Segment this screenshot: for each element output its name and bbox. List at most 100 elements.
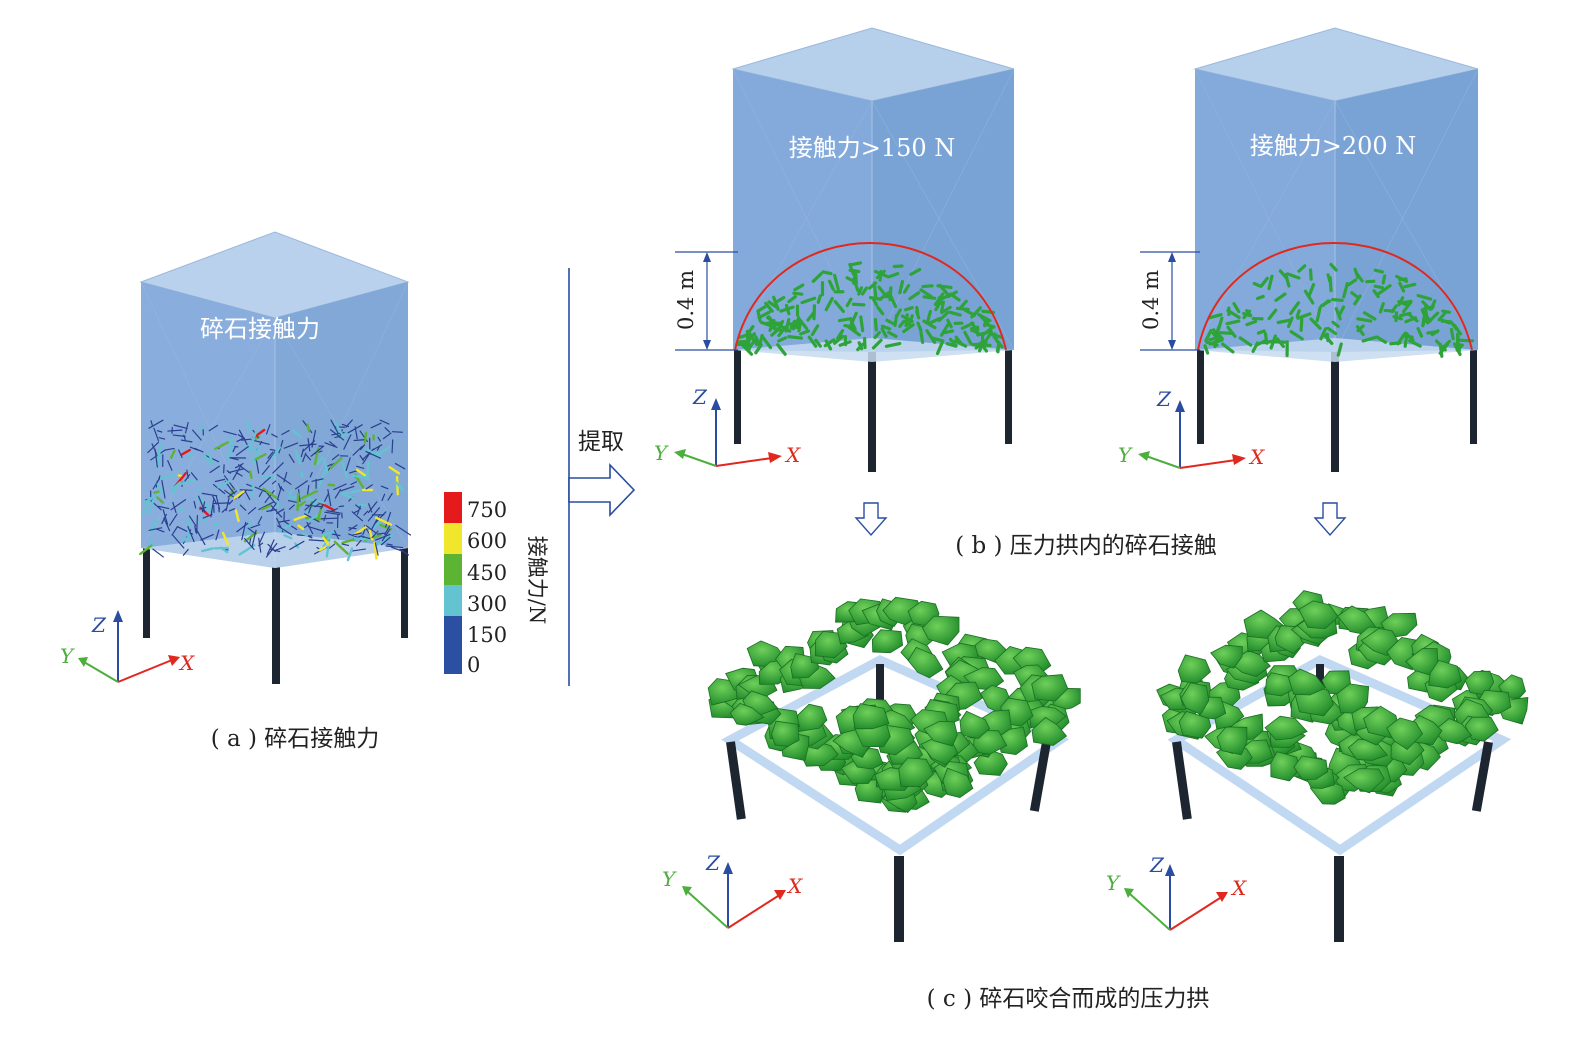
force-chain bbox=[374, 542, 379, 556]
force-chain bbox=[371, 444, 383, 451]
rock bbox=[852, 703, 890, 730]
contact-segment bbox=[1356, 317, 1373, 323]
force-chain bbox=[376, 534, 394, 546]
leg bbox=[734, 348, 741, 444]
force-chain bbox=[318, 545, 327, 552]
force-chain bbox=[248, 470, 253, 479]
force-chain bbox=[353, 439, 365, 442]
force-chain bbox=[343, 493, 354, 499]
force-chain bbox=[380, 485, 389, 490]
contact-segment bbox=[878, 269, 883, 282]
contact-segment bbox=[1377, 284, 1392, 296]
panel-c-caption: ( c ) 碎石咬合而成的压力拱 bbox=[927, 986, 1210, 1012]
contact-segment bbox=[871, 297, 879, 307]
extract-label: 提取 bbox=[578, 429, 624, 455]
contact-segment bbox=[1208, 338, 1224, 346]
contact-segment bbox=[1416, 293, 1433, 301]
force-chain bbox=[367, 507, 380, 522]
contact-segment bbox=[1203, 344, 1210, 355]
force-chain bbox=[320, 493, 329, 510]
contact-segment bbox=[1255, 338, 1268, 347]
force-chain bbox=[246, 483, 252, 487]
contact-segment bbox=[888, 272, 900, 279]
contact-segment bbox=[888, 293, 898, 309]
force-chain bbox=[387, 492, 393, 501]
rock bbox=[973, 730, 1008, 755]
contact-segment bbox=[1232, 301, 1241, 314]
contact-segment bbox=[827, 279, 835, 291]
contact-segment bbox=[927, 316, 941, 326]
force-chain bbox=[327, 463, 333, 467]
contact-segment bbox=[1319, 299, 1332, 308]
force-chain bbox=[308, 504, 313, 514]
force-chain bbox=[353, 509, 360, 514]
rock bbox=[771, 720, 800, 747]
force-chain bbox=[212, 522, 221, 526]
contact-segment bbox=[757, 310, 771, 320]
force-chain bbox=[374, 516, 393, 526]
force-chain bbox=[311, 478, 324, 482]
contact-segment bbox=[1406, 312, 1419, 323]
force-chain bbox=[384, 427, 391, 433]
contact-segment bbox=[1259, 276, 1269, 288]
contact-segment bbox=[937, 311, 950, 323]
legend-tick: 0 bbox=[467, 653, 480, 677]
legend-swatch bbox=[444, 616, 462, 674]
force-chain bbox=[192, 429, 202, 441]
force-chain bbox=[244, 491, 251, 501]
force-chain bbox=[201, 547, 214, 553]
contact-segment bbox=[880, 327, 888, 338]
contact-force-network bbox=[139, 419, 412, 562]
force-chain bbox=[151, 443, 158, 455]
force-chain bbox=[374, 533, 391, 541]
force-chain bbox=[307, 497, 327, 505]
contact-segment bbox=[1336, 342, 1343, 357]
contact-segment bbox=[948, 310, 962, 317]
contact-segment bbox=[777, 325, 787, 338]
force-chain bbox=[264, 490, 276, 504]
contact-segment bbox=[1362, 311, 1377, 321]
force-chain bbox=[391, 546, 405, 553]
contact-segment bbox=[1307, 283, 1316, 298]
contact-segment bbox=[915, 305, 920, 316]
axes-triad: Z X Y bbox=[60, 610, 195, 683]
force-chain bbox=[288, 454, 295, 463]
force-chain bbox=[239, 489, 253, 491]
force-chain bbox=[329, 457, 343, 470]
force-chain bbox=[306, 423, 311, 433]
force-chain bbox=[365, 461, 370, 481]
contact-segment bbox=[1440, 319, 1452, 324]
leg bbox=[143, 548, 150, 638]
force-chain bbox=[148, 527, 163, 531]
contact-segment bbox=[860, 286, 869, 296]
contact-segment bbox=[898, 279, 905, 295]
force-chain bbox=[173, 424, 188, 430]
contact-segment bbox=[959, 299, 968, 310]
contact-segment bbox=[996, 342, 1001, 354]
contact-segment bbox=[845, 297, 853, 308]
force-chain bbox=[365, 484, 373, 490]
force-chain bbox=[338, 505, 345, 508]
force-chain bbox=[255, 458, 260, 474]
force-chain bbox=[299, 443, 317, 447]
force-chain bbox=[214, 441, 229, 451]
contact-segment bbox=[963, 330, 973, 345]
rock bbox=[1031, 716, 1068, 746]
contact-segment bbox=[1325, 332, 1330, 343]
force-chain bbox=[329, 441, 336, 447]
leg bbox=[1334, 856, 1344, 942]
force-chain bbox=[346, 547, 354, 562]
force-chain bbox=[172, 481, 182, 490]
force-chain bbox=[382, 432, 392, 440]
rock bbox=[922, 615, 960, 646]
force-chain bbox=[377, 436, 381, 442]
contact-segment bbox=[937, 296, 944, 306]
force-chain bbox=[356, 503, 367, 507]
contact-segment bbox=[821, 270, 833, 276]
contact-segment bbox=[851, 302, 866, 307]
force-chain bbox=[307, 525, 325, 532]
force-chain bbox=[251, 529, 257, 548]
force-chain bbox=[172, 486, 177, 495]
force-chain bbox=[300, 490, 318, 500]
panel-b-right: 接触力>200 N 0.4 m Z X Y bbox=[1118, 27, 1479, 537]
